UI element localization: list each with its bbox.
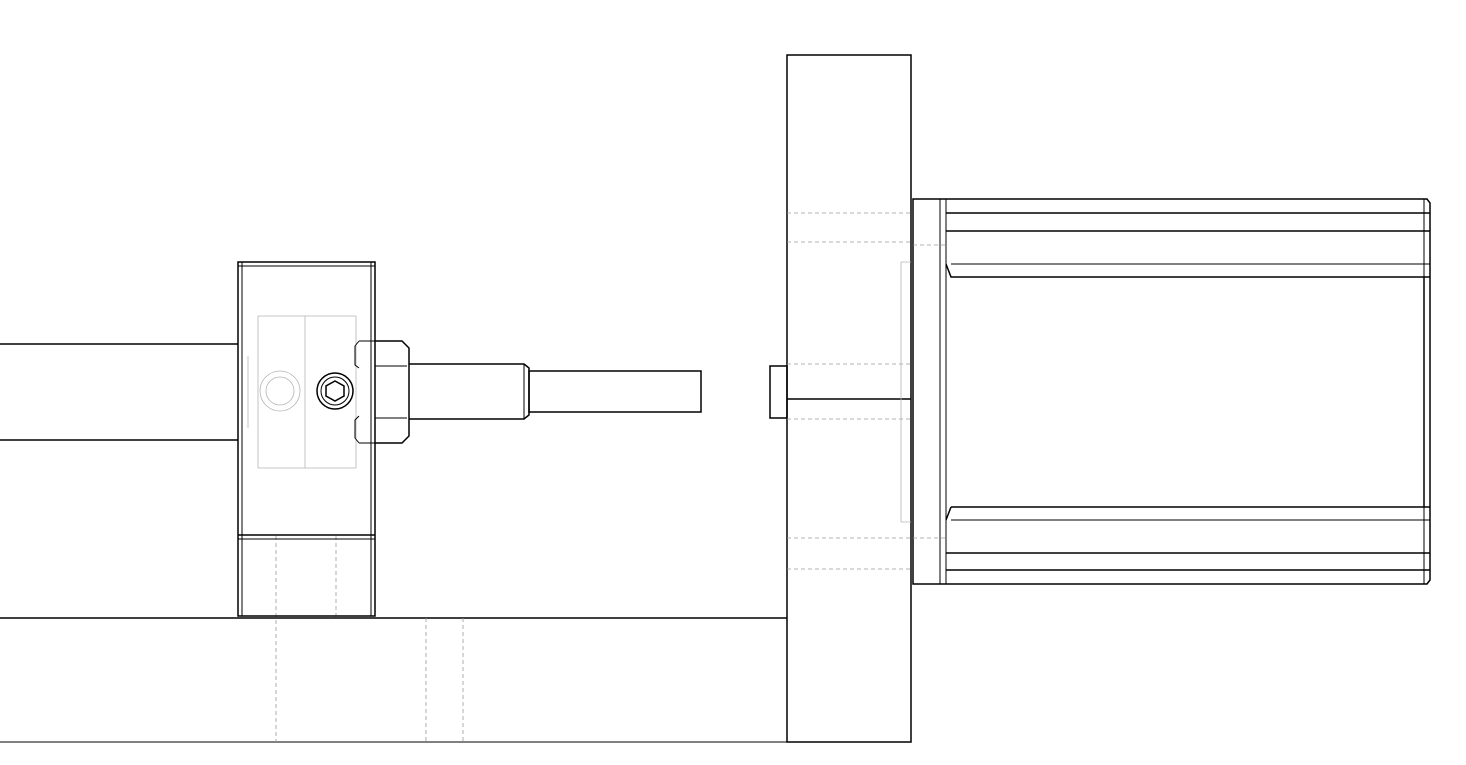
threaded-rod <box>409 363 702 420</box>
vertical-plate <box>786 54 912 743</box>
left-shaft <box>0 343 238 441</box>
socket-head-screw-icon <box>316 372 354 410</box>
base-plate <box>0 536 787 743</box>
clamp-block <box>237 261 376 617</box>
locating-pin <box>769 365 788 419</box>
hex-nut-icon <box>354 340 410 444</box>
motor-bracket <box>912 198 1431 585</box>
